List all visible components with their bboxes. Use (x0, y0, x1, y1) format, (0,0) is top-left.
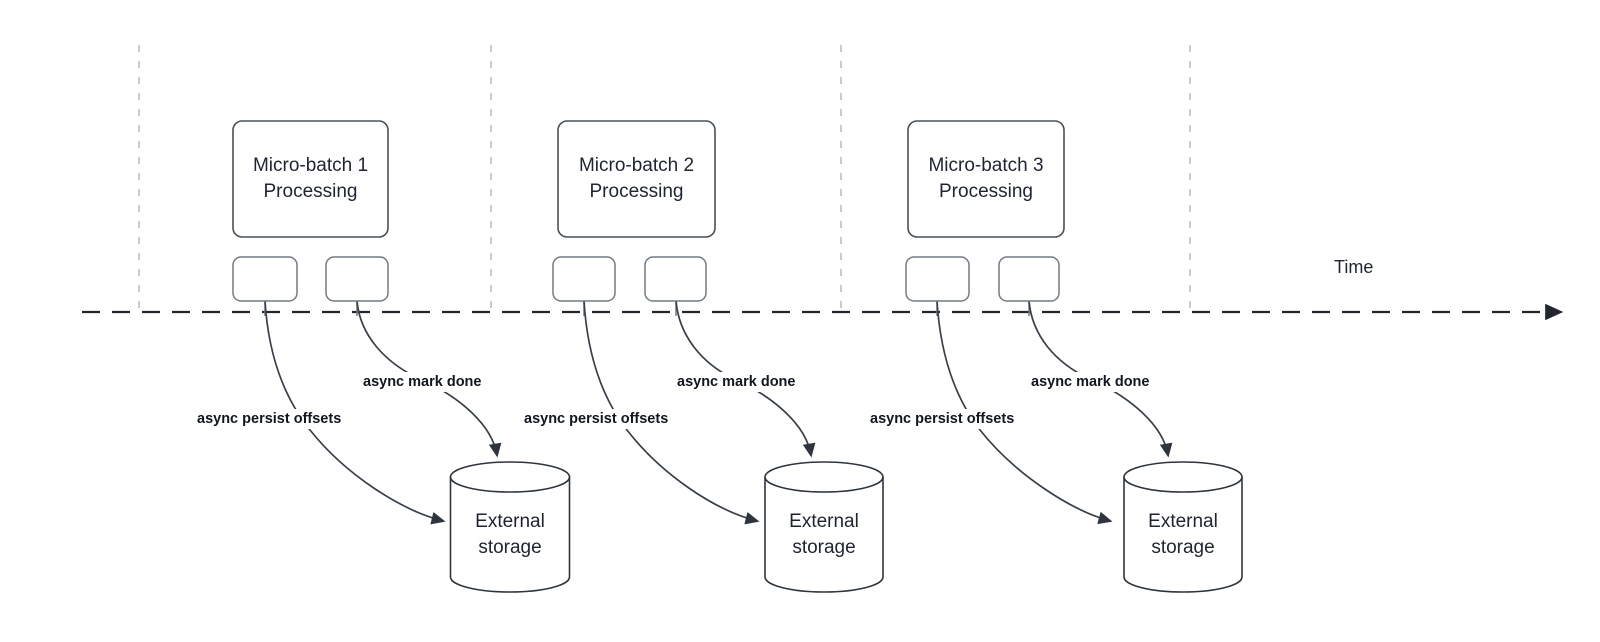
external-storage-2-body[interactable] (764, 477, 884, 593)
external-storage-3-top (1123, 461, 1243, 493)
external-storage-3-label-line1: External (1148, 511, 1218, 532)
edge-label-persist-offsets-1-text: async persist offsets (197, 411, 341, 427)
external-storage-1-top (449, 461, 571, 493)
external-storage-2-label-line2: storage (792, 537, 855, 558)
edge-label-persist-offsets-2-text: async persist offsets (524, 411, 668, 427)
time-axis-label: Time (1334, 257, 1373, 277)
micro-batch-3-task-a-box[interactable] (905, 256, 970, 302)
edge-label-persist-offsets-3-text: async persist offsets (870, 411, 1014, 427)
external-storage-3[interactable]: External storage (1123, 461, 1243, 593)
external-storage-1-body[interactable] (449, 477, 571, 593)
flow-persist-offsets-3 (936, 300, 1113, 525)
edge-label-mark-done-3-text: async mark done (1031, 374, 1149, 390)
external-storage-1-label-line1: External (475, 511, 545, 532)
micro-batch-3-box-shape[interactable] (907, 120, 1065, 238)
micro-batch-1-box-shape[interactable] (232, 120, 389, 238)
external-storage-2-top (764, 461, 884, 493)
edge-label-mark-done-1: async mark done (359, 372, 501, 392)
micro-batch-2-box[interactable]: Micro-batch 2 Processing (557, 120, 716, 238)
group-micro-batch-1: Micro-batch 1 Processing External storag… (193, 120, 571, 593)
micro-batch-1-label-line2: Processing (264, 181, 358, 202)
edge-label-mark-done-3: async mark done (1027, 372, 1169, 392)
external-storage-3-label-line2: storage (1151, 537, 1214, 558)
flow-persist-offsets-2 (583, 300, 760, 525)
label-backdrop (359, 372, 501, 392)
external-storage-2[interactable]: External storage (764, 461, 884, 593)
micro-batch-3-task-b-box[interactable] (998, 256, 1060, 302)
micro-batch-2-box-shape[interactable] (557, 120, 716, 238)
edge-label-persist-offsets-1: async persist offsets (193, 409, 373, 429)
external-storage-1-label-line2: storage (478, 537, 541, 558)
external-storage-3-body[interactable] (1123, 477, 1243, 593)
micro-batch-1-task-a-box[interactable] (232, 256, 298, 302)
label-backdrop (1027, 372, 1169, 392)
label-backdrop (193, 409, 373, 429)
group-micro-batch-3: Micro-batch 3 Processing External storag… (866, 120, 1243, 593)
edge-label-persist-offsets-2: async persist offsets (520, 409, 700, 429)
edge-label-mark-done-1-text: async mark done (363, 374, 481, 390)
micro-batch-1-task-b-box[interactable] (325, 256, 389, 302)
label-backdrop (673, 372, 815, 392)
external-storage-1[interactable]: External storage (449, 461, 571, 593)
micro-batch-2-task-a-box[interactable] (552, 256, 616, 302)
label-backdrop (520, 409, 700, 429)
micro-batch-1-box[interactable]: Micro-batch 1 Processing (232, 120, 389, 238)
time-axis: Time (82, 257, 1564, 321)
group-micro-batch-2: Micro-batch 2 Processing External storag… (520, 120, 884, 593)
micro-batch-2-task-b-box[interactable] (644, 256, 707, 302)
edge-label-mark-done-2-text: async mark done (677, 374, 795, 390)
flow-persist-offsets-1 (264, 300, 446, 525)
micro-batch-3-label-line1: Micro-batch 3 (928, 155, 1043, 176)
micro-batch-3-box[interactable]: Micro-batch 3 Processing (907, 120, 1065, 238)
micro-batch-1-label-line1: Micro-batch 1 (253, 155, 368, 176)
edge-label-persist-offsets-3: async persist offsets (866, 409, 1046, 429)
micro-batch-3-label-line2: Processing (939, 181, 1033, 202)
micro-batch-2-label-line2: Processing (590, 181, 684, 202)
micro-batch-2-label-line1: Micro-batch 2 (579, 155, 694, 176)
edge-label-mark-done-2: async mark done (673, 372, 815, 392)
external-storage-2-label-line1: External (789, 511, 859, 532)
divider-lines (138, 45, 1191, 312)
label-backdrop (866, 409, 1046, 429)
